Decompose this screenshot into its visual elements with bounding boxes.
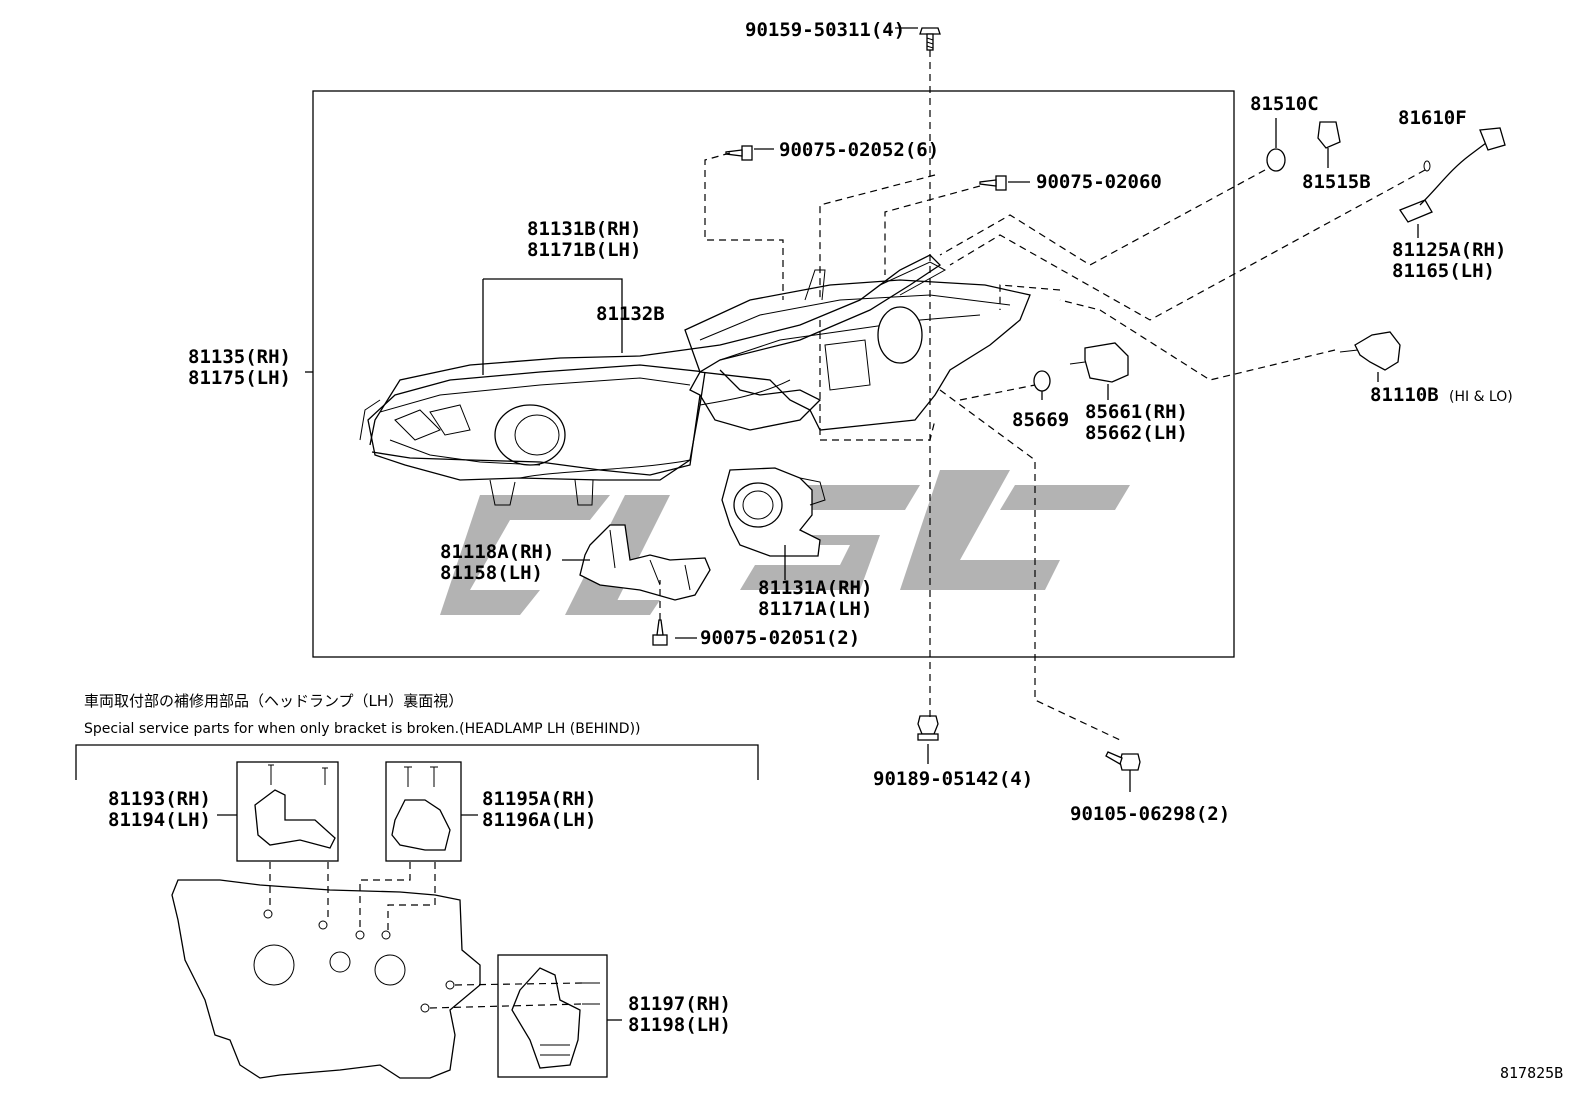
service-title-en: Special service parts for when only brac… [84, 721, 641, 737]
service-title-jp: 車両取付部の補修用部品（ヘッドランプ（LH）裏面視） [84, 692, 463, 710]
service-bracket-line [75, 744, 759, 780]
label-socket-lh[interactable]: 81165(LH) [1392, 260, 1495, 282]
bulb-socket-icons [1033, 121, 1506, 392]
label-85669[interactable]: 85669 [1012, 409, 1069, 431]
label-clip-90189[interactable]: 90189-05142(4) [873, 768, 1033, 790]
label-headlamp-assy-rh[interactable]: 81135(RH) [188, 346, 291, 368]
label-81132b[interactable]: 81132B [596, 303, 665, 325]
label-81510c[interactable]: 81510C [1250, 93, 1319, 115]
label-actuator-lh[interactable]: 85662(LH) [1085, 422, 1188, 444]
label-actuator-rh[interactable]: 85661(RH) [1085, 401, 1188, 423]
label-bolt-90105[interactable]: 90105-06298(2) [1070, 803, 1230, 825]
label-lens-bracket-lh[interactable]: 81171B(LH) [527, 239, 641, 261]
label-kit1-lh[interactable]: 81194(LH) [108, 809, 211, 831]
label-kit3-lh[interactable]: 81198(LH) [628, 1014, 731, 1036]
watermark-logo [440, 470, 1130, 615]
label-screw-upper-mid[interactable]: 90075-02060 [1036, 171, 1162, 193]
label-kit3-rh[interactable]: 81197(RH) [628, 993, 731, 1015]
label-kit2-rh[interactable]: 81195A(RH) [482, 788, 596, 810]
label-headlamp-assy-lh[interactable]: 81175(LH) [188, 367, 291, 389]
bracket-wire-outline [369, 254, 942, 476]
label-socket-rh[interactable]: 81125A(RH) [1392, 239, 1506, 261]
label-kit1-rh[interactable]: 81193(RH) [108, 788, 211, 810]
kit3-box [497, 954, 608, 1078]
kit2-box [385, 761, 462, 862]
label-81110b[interactable]: 81110B [1370, 384, 1439, 406]
label-projector-lh[interactable]: 81171A(LH) [758, 598, 872, 620]
label-lower-bracket-lh[interactable]: 81158(LH) [440, 562, 543, 584]
label-81610f[interactable]: 81610F [1398, 107, 1467, 129]
part-labels: 90159-50311(4) 90075-02052(6) 90075-0206… [188, 19, 1513, 825]
screw-icons [652, 27, 1141, 771]
label-screw-upper-left[interactable]: 90075-02052(6) [779, 139, 939, 161]
service-section: 車両取付部の補修用部品（ヘッドランプ（LH）裏面視） Special servi… [75, 692, 759, 1079]
label-kit2-lh[interactable]: 81196A(LH) [482, 809, 596, 831]
label-lens-bracket-rh[interactable]: 81131B(RH) [527, 218, 641, 240]
projector-unit-drawing [721, 467, 826, 557]
lower-bracket-drawing [579, 524, 711, 601]
headlamp-back-outline [171, 879, 481, 1079]
label-screw-bottom-bracket[interactable]: 90075-02051(2) [700, 627, 860, 649]
label-81515b[interactable]: 81515B [1302, 171, 1371, 193]
leader-lines [305, 27, 1419, 792]
label-screw-top[interactable]: 90159-50311(4) [745, 19, 905, 41]
main-assembly-frame [312, 90, 1235, 658]
figure-code: 817825B [1500, 1064, 1563, 1082]
label-projector-rh[interactable]: 81131A(RH) [758, 577, 872, 599]
kit1-box [236, 761, 339, 862]
label-hi-lo-note: (HI & LO) [1449, 389, 1513, 405]
headlamp-housing-drawing [359, 261, 1031, 506]
assembly-dashed-lines [659, 50, 1426, 741]
label-lower-bracket-rh[interactable]: 81118A(RH) [440, 541, 554, 563]
